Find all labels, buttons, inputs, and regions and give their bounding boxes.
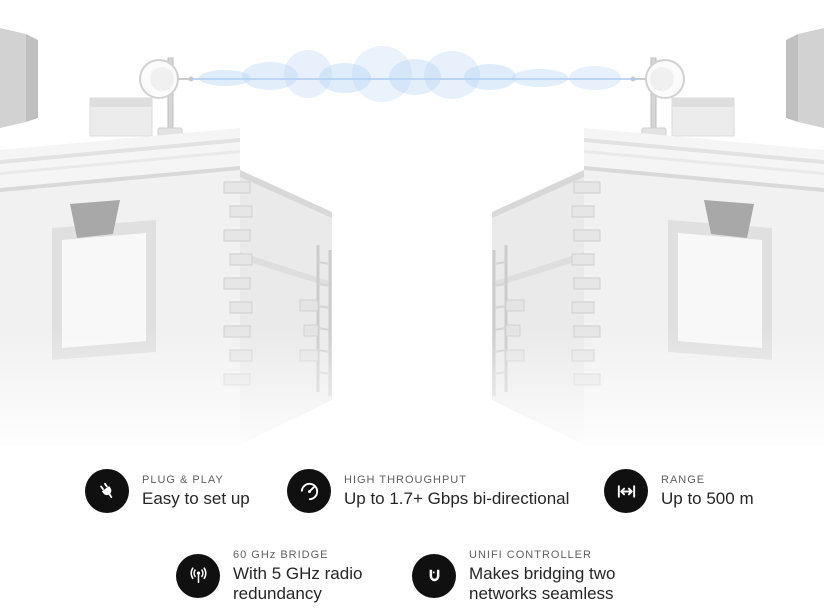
plug-icon [85,469,129,513]
feature-range: RANGE Up to 500 m [604,469,754,513]
feature-description: Up to 500 m [661,488,754,508]
feature-label: HIGH THROUGHPUT [344,473,467,486]
gauge-icon [287,469,331,513]
feature-description: Easy to set up [142,488,250,508]
bottom-fade [0,330,824,460]
feature-label: PLUG & PLAY [142,473,224,486]
feature-high-throughput: HIGH THROUGHPUT Up to 1.7+ Gbps bi-direc… [287,469,569,513]
range-arrows-icon [604,469,648,513]
wireless-signal-waves [192,46,638,102]
feature-unifi-controller: UNIFI CONTROLLER Makes bridging two netw… [412,549,634,603]
feature-description: With 5 GHz radio redundancy [233,564,363,603]
feature-label: UNIFI CONTROLLER [469,549,592,561]
feature-60ghz-bridge: 60 GHz BRIDGE With 5 GHz radio redundanc… [176,549,375,603]
buildings-illustration [0,26,824,460]
feature-label: 60 GHz BRIDGE [233,549,329,561]
feature-plug-and-play: PLUG & PLAY Easy to set up [85,469,250,513]
feature-label: RANGE [661,473,706,486]
feature-description: Up to 1.7+ Gbps bi-directional [344,488,570,508]
unifi-u-icon [412,554,456,599]
feature-description: Makes bridging two networks seamless [469,564,616,603]
antenna-waves-icon [176,554,220,599]
